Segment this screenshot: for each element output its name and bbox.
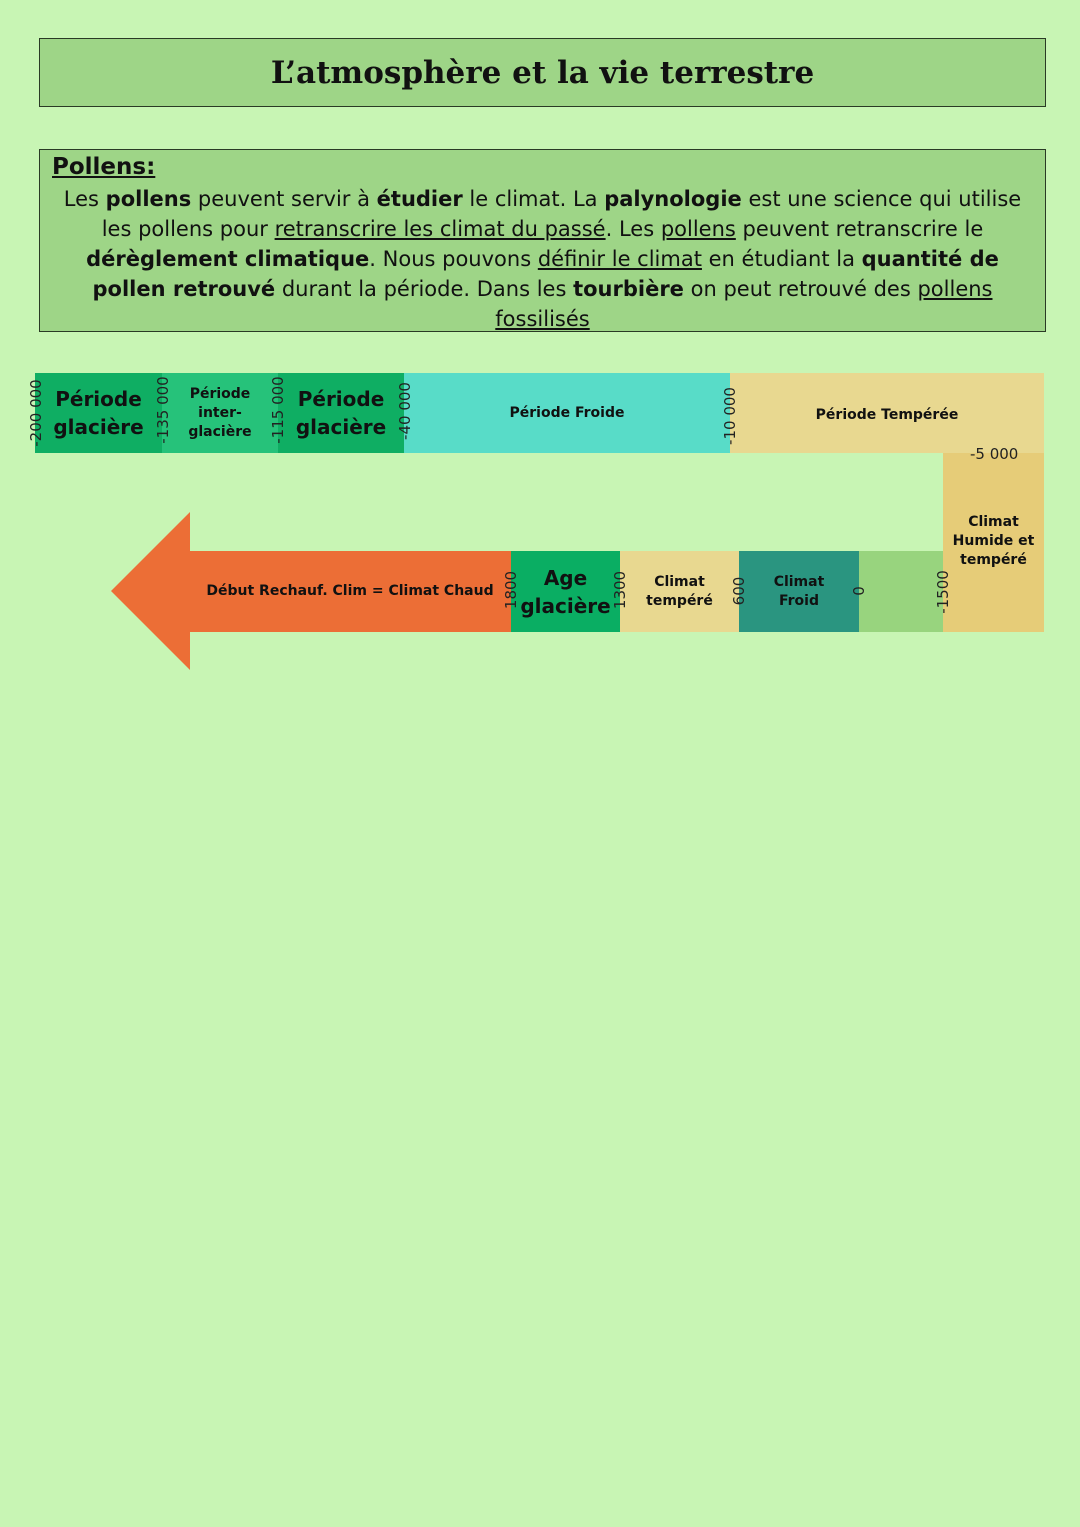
pollens-section: Pollens: Les pollens peuvent servir à ét… [39, 149, 1046, 332]
period-age-glaciere: Age glacière [511, 551, 620, 632]
tick-label: 0 [850, 586, 868, 596]
page-title: L’atmosphère et la vie terrestre [39, 38, 1046, 107]
period-climat-tempere: Climat tempéré [620, 551, 739, 632]
tick-label: -1500 [934, 570, 952, 614]
pollens-text: Les pollens peuvent servir à étudier le … [63, 187, 1022, 331]
tick-label: 600 [730, 576, 748, 606]
pollens-heading: Pollens: [52, 154, 156, 180]
period-temperee: Période Tempérée [730, 373, 1044, 453]
tick-label: -40 000 [396, 382, 414, 440]
tick-label: 1800 [502, 570, 520, 610]
period-rechauffement: Début Rechauf. Clim = Climat Chaud [206, 583, 494, 599]
tick-label: -135 000 [154, 376, 172, 444]
tick-label: -200 000 [27, 379, 45, 447]
period-glaciere-1: Période glacière [35, 373, 162, 453]
period-humide-tempere: Climat Humide et tempéré [943, 453, 1044, 632]
period-froide: Période Froide [404, 373, 730, 453]
tick-label: -115 000 [269, 376, 287, 444]
arrow-shape [111, 512, 511, 670]
tick-label: -10 000 [721, 387, 739, 445]
period-climat-froid: Climat Froid [739, 551, 859, 632]
period-glaciere-2: Période glacière [278, 373, 404, 453]
period-interglaciere: Période inter-glacière [162, 373, 278, 453]
tick-label: -5 000 [970, 445, 1019, 463]
tick-label: 1300 [611, 570, 629, 610]
period-blank [859, 551, 943, 632]
